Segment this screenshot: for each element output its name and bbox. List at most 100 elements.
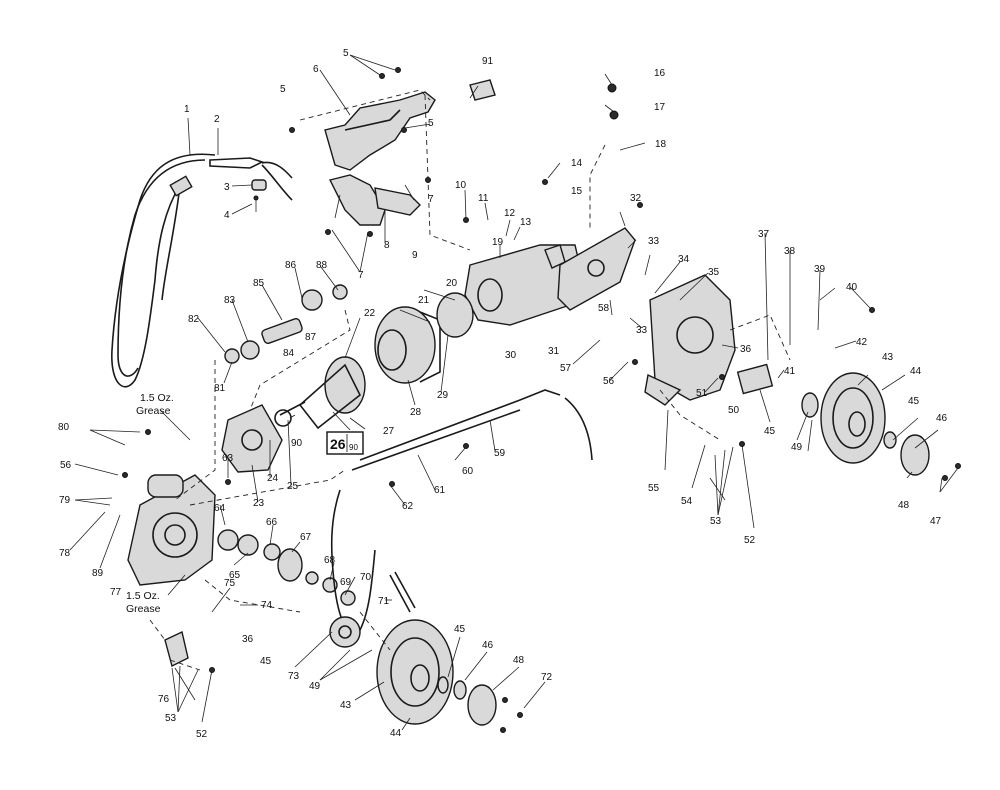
callout-37: 37: [758, 229, 770, 240]
cord-clamp: [251, 179, 267, 212]
callout-69: 69: [340, 577, 352, 588]
bearing-plate: [221, 404, 283, 473]
callout-56a: 56: [603, 376, 615, 387]
grease-word-top: Grease: [136, 405, 171, 417]
callout-46b: 46: [482, 640, 494, 651]
power-cord: [111, 153, 293, 388]
callout-72: 72: [541, 672, 553, 683]
callout-14: 14: [571, 158, 583, 169]
callout-70: 70: [360, 572, 372, 583]
callout-77: 77: [110, 587, 122, 598]
lower-bracket: [164, 630, 189, 668]
callout-48a: 48: [898, 500, 910, 511]
grease-note-top: 1.5 Oz. Grease: [136, 392, 174, 417]
gear-case-cover: [557, 227, 636, 311]
callout-86: 86: [285, 260, 297, 271]
callout-2: 2: [214, 114, 220, 125]
callout-4: 4: [224, 210, 230, 221]
callout-13: 13: [520, 217, 532, 228]
callout-91: 91: [482, 56, 494, 67]
callout-36a: 36: [740, 344, 752, 355]
callout-75: 75: [224, 578, 236, 589]
callout-62: 62: [402, 501, 414, 512]
callout-39: 39: [814, 264, 826, 275]
callout-49b: 49: [309, 681, 321, 692]
callout-67: 67: [300, 532, 312, 543]
callout-82: 82: [188, 314, 200, 325]
callout-20: 20: [446, 278, 458, 289]
callout-90: 90: [291, 438, 303, 449]
callout-29: 29: [437, 390, 449, 401]
callout-38: 38: [784, 246, 796, 257]
hub-parts-bottom: [437, 676, 497, 726]
callout-1: 1: [184, 104, 190, 115]
callout-61: 61: [434, 485, 446, 496]
callout-55: 55: [648, 483, 660, 494]
callout-50: 50: [728, 405, 740, 416]
callout-5a: 5: [343, 48, 349, 59]
assembly-lines: [149, 89, 791, 671]
chain: [389, 571, 416, 613]
callout-46a: 46: [936, 413, 948, 424]
callout-64: 64: [214, 503, 226, 514]
armature: [274, 356, 366, 430]
callout-49a: 49: [791, 442, 803, 453]
motor-field: [374, 292, 474, 384]
callout-28: 28: [410, 407, 422, 418]
callout-33a: 33: [648, 236, 660, 247]
bracket: [736, 363, 774, 395]
callout-9: 9: [412, 250, 418, 261]
callout-73: 73: [288, 671, 300, 682]
grease-amount-bottom: 1.5 Oz.: [126, 590, 160, 602]
callout-87: 87: [305, 332, 317, 343]
callout-57: 57: [560, 363, 572, 374]
callout-65: 65: [229, 570, 241, 581]
callout-16: 16: [654, 68, 666, 79]
callout-53a: 53: [710, 516, 722, 527]
callout-51: 51: [696, 388, 708, 399]
callout-45b: 45: [764, 426, 776, 437]
callout-36b: 36: [242, 634, 254, 645]
callout-43a: 43: [882, 352, 894, 363]
fasteners: [122, 67, 961, 733]
callout-11: 11: [478, 193, 489, 204]
hub-parts-right: [801, 392, 930, 476]
callout-63: 63: [222, 453, 234, 464]
callout-45d: 45: [454, 624, 466, 635]
callout-81: 81: [214, 383, 226, 394]
callout-85: 85: [253, 278, 265, 289]
callout-5b: 5: [280, 84, 286, 95]
callout-5c: 5: [428, 118, 434, 129]
grease-amount-top: 1.5 Oz.: [140, 392, 174, 404]
drive-gear-case: [127, 474, 216, 586]
callout-23: 23: [253, 498, 265, 509]
callout-60: 60: [462, 466, 474, 477]
callout-27: 27: [383, 426, 395, 437]
callout-8: 8: [384, 240, 390, 251]
callout-68: 68: [324, 555, 336, 566]
callout-43b: 43: [340, 700, 352, 711]
callout-52b: 52: [196, 729, 208, 740]
boxed-callout-sub: 90: [349, 443, 358, 452]
callout-22: 22: [364, 308, 376, 319]
handle: [324, 79, 496, 226]
callout-42: 42: [856, 337, 868, 348]
sprocket: [329, 616, 361, 648]
wheel-right: [820, 372, 886, 464]
callout-6: 6: [313, 64, 319, 75]
callout-10: 10: [455, 180, 467, 191]
callout-56b: 56: [60, 460, 72, 471]
callout-47: 47: [930, 516, 942, 527]
callout-83: 83: [224, 295, 236, 306]
grease-note-bottom: 1.5 Oz. Grease: [126, 590, 161, 615]
motor-housing: [464, 244, 583, 326]
callout-53b: 53: [165, 713, 177, 724]
boxed-callout-number: 26: [330, 436, 346, 452]
callout-41: 41: [784, 366, 796, 377]
grease-word-bottom: Grease: [126, 603, 161, 615]
callout-79: 79: [59, 495, 71, 506]
callout-40: 40: [846, 282, 858, 293]
callout-59: 59: [494, 448, 506, 459]
callout-24: 24: [267, 473, 279, 484]
